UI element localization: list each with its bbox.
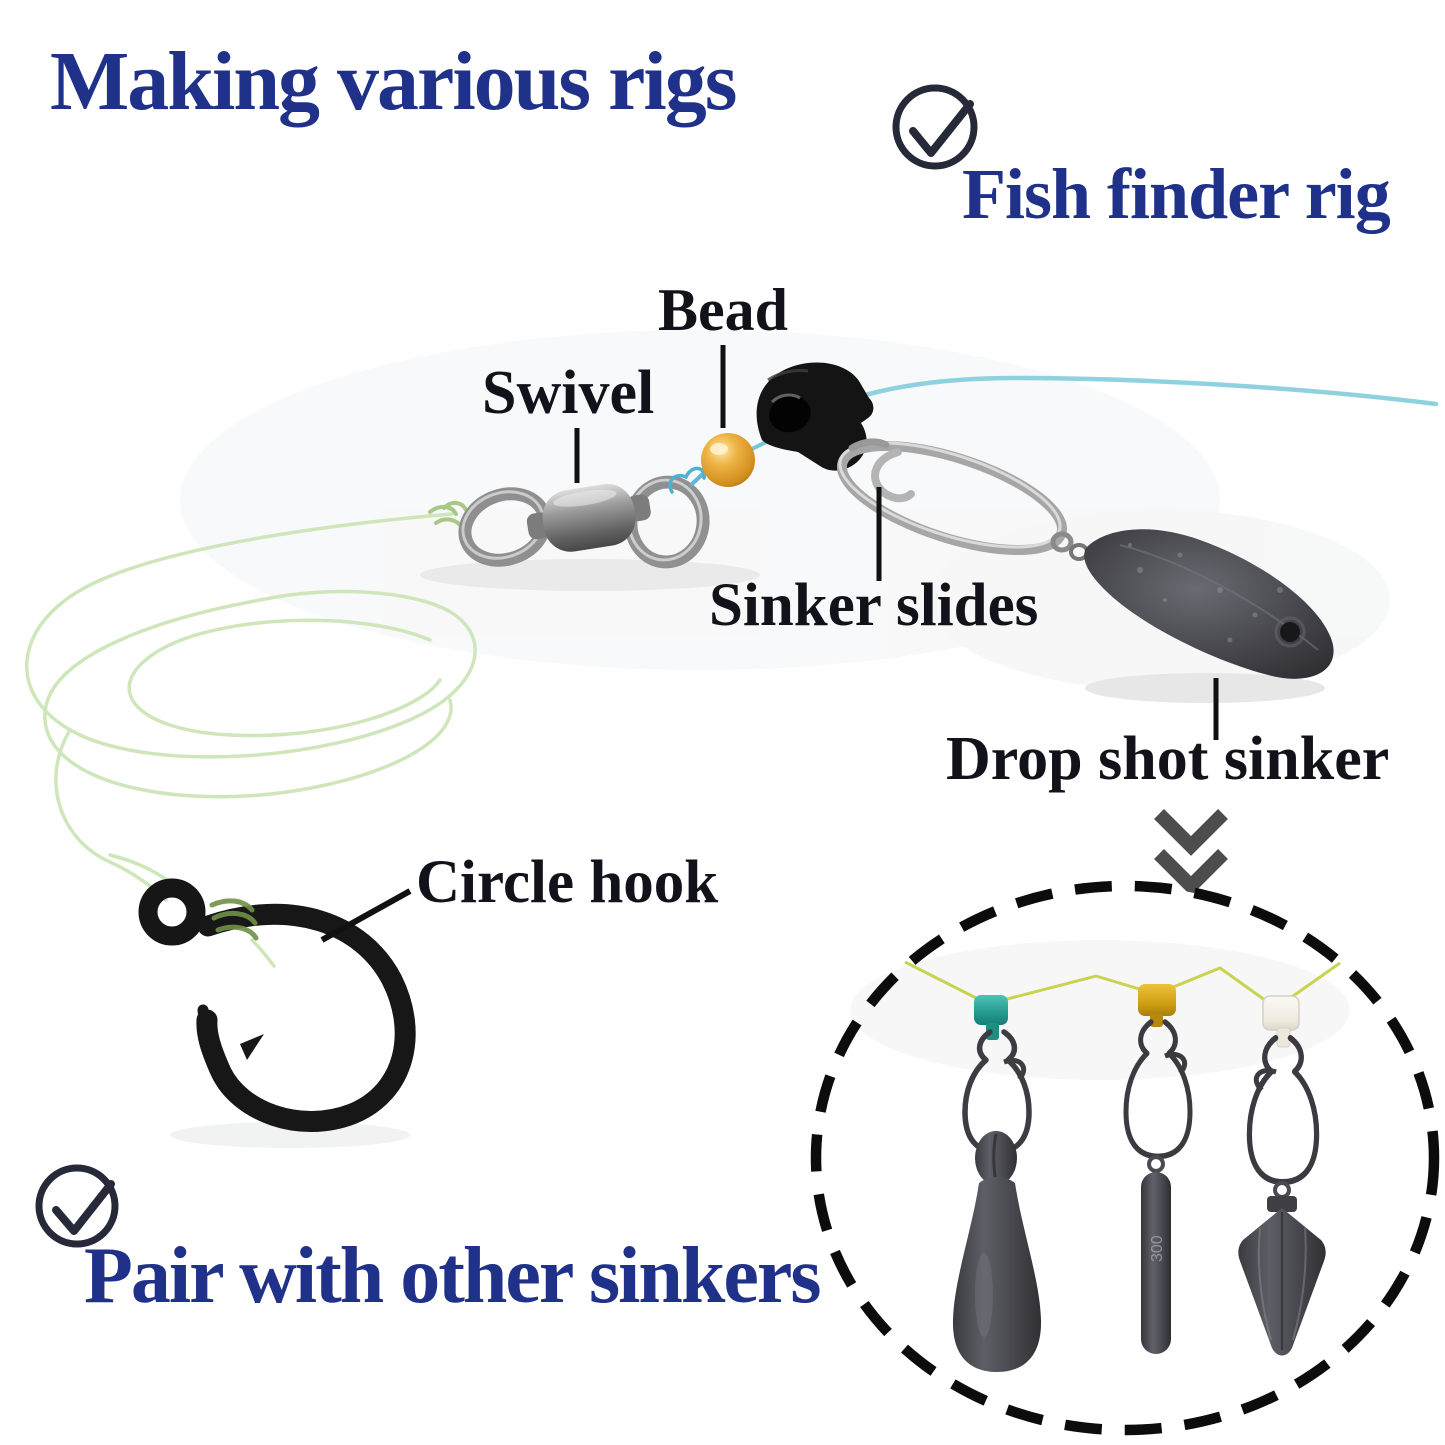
part-label-sinker-slides: Sinker slides [709,572,1039,639]
pencil-sinker-rig: 300 [1126,984,1190,1354]
pyramid-sinker-rig [1238,995,1326,1356]
blue-knot [668,466,706,494]
hook-barb [240,1034,264,1060]
double-chevron-down-icon [1154,809,1228,896]
part-label-drop-shot-sinker: Drop shot sinker [946,725,1390,793]
pencil-sinker-weight-marking: 300 [1149,1235,1166,1262]
dashed-circle-inset: 300 [810,880,1440,1436]
hook-knot [209,898,259,941]
drop-shot-sinker [1084,529,1334,679]
snap-clip [836,438,1089,561]
hook-eye [138,878,206,946]
bead [701,433,755,487]
checkmark-circle-icon [892,84,978,170]
page-title: Making various rigs [50,35,737,128]
feature-label-pair-with-other-sinkers: Pair with other sinkers [84,1232,821,1320]
part-label-circle-hook: Circle hook [416,849,719,916]
sinker-slide [756,362,874,471]
part-label-bead: Bead [658,277,789,343]
barrel-swivel [428,475,710,569]
annotation-lines [320,345,1219,943]
part-label-swivel: Swivel [482,359,655,427]
checkmark-circle-icon-2 [35,1164,119,1248]
circle-hook-pointer-line [320,888,412,943]
circle-hook [138,878,416,1132]
feature-label-fish-finder-rig: Fish finder rig [962,154,1391,234]
spoon-sinker-rig [952,995,1042,1372]
